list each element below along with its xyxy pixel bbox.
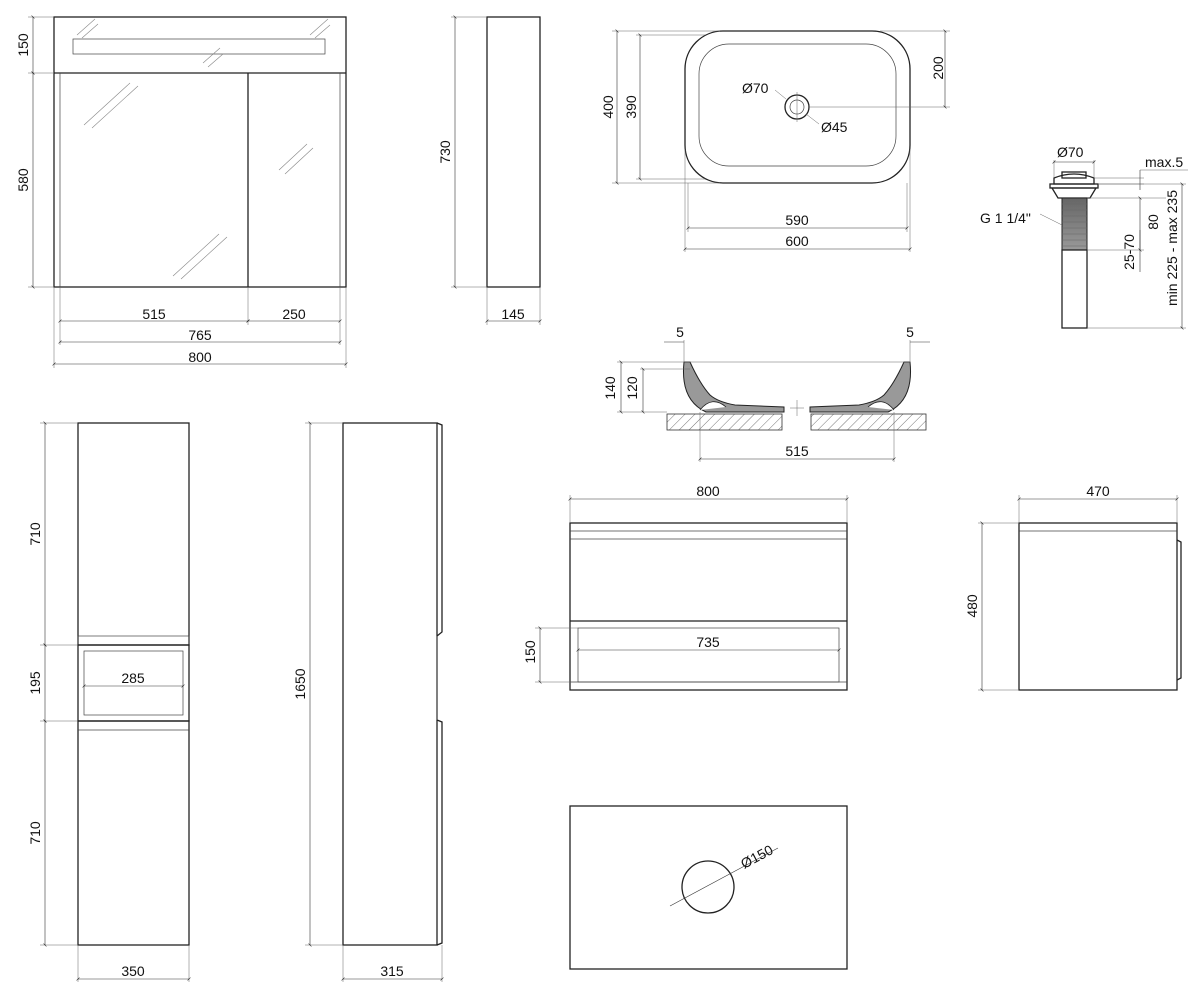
- dim-vanity-depth: 470: [1086, 483, 1110, 499]
- dim-inner-width: 765: [188, 327, 212, 343]
- dim-column-niche: 195: [27, 671, 43, 695]
- vanity-front: 800 150 735: [522, 483, 849, 691]
- counter-right: [810, 413, 927, 431]
- dim-mirror-depth: 145: [501, 306, 525, 322]
- dim-drain-thread-len: 80: [1145, 214, 1161, 230]
- tall-column-front: 710 195 710 285 350: [27, 421, 191, 982]
- dim-right-door: 250: [282, 306, 306, 322]
- mirror-cabinet-side: 730 145: [437, 15, 542, 325]
- dim-column-niche-width: 285: [121, 670, 145, 686]
- vanity-side-outline: [1018, 522, 1178, 691]
- dim-profile-inner-height: 120: [624, 376, 640, 400]
- drain-head: [1053, 173, 1095, 185]
- vanity-side: 470 480: [964, 483, 1182, 692]
- basin-inner-bowl: [698, 43, 897, 167]
- basin-top-view: Ø70 Ø45 400 390 200 590 600: [600, 29, 950, 252]
- dim-drain-head: Ø70: [1057, 144, 1084, 160]
- basin-profile: 5 5 140 120 515: [602, 324, 930, 462]
- dim-vanity-shelf-width: 735: [696, 634, 720, 650]
- mirror-cabinet-front: 150 580 515 250 765 800: [15, 15, 348, 368]
- dim-basin-hole: Ø70: [742, 80, 769, 96]
- dim-drain-thread: G 1 1/4": [980, 210, 1031, 226]
- dim-basin-drain: Ø45: [821, 119, 848, 135]
- column-upper-door: [77, 422, 190, 646]
- vanity-top-view: Ø150: [569, 805, 848, 970]
- dim-vanity-width: 800: [696, 483, 720, 499]
- dim-mirror-height: 580: [15, 168, 31, 192]
- dim-basin-inner-width: 590: [785, 212, 809, 228]
- mirror-side-outline: [486, 16, 541, 288]
- dim-column-width: 350: [121, 963, 145, 979]
- dim-column-depth: 315: [380, 963, 404, 979]
- dim-basin-total-depth: 400: [600, 95, 616, 119]
- drain-thread: [1061, 197, 1088, 251]
- column-lower-door: [77, 720, 190, 946]
- counter-left: [666, 413, 783, 431]
- dim-basin-total-width: 600: [785, 233, 809, 249]
- dim-profile-base-width: 515: [785, 443, 809, 459]
- mirror-cabinet-outline: [53, 16, 347, 288]
- dim-total-width: 800: [188, 349, 212, 365]
- dim-profile-total-height: 140: [602, 376, 618, 400]
- basin-wall-right: [809, 361, 912, 413]
- drain-pipe: [1061, 249, 1088, 329]
- dim-drain-body-len: 25-70: [1121, 234, 1137, 270]
- dim-vanity-drawer-height: 150: [522, 640, 538, 664]
- dim-vanity-height: 480: [964, 594, 980, 618]
- dim-rim-left: 5: [676, 324, 684, 340]
- led-lamp: [72, 38, 326, 55]
- dim-column-lower: 710: [27, 821, 43, 845]
- vanity-outline: [569, 522, 848, 691]
- tall-column-side: 1650 315: [292, 421, 444, 982]
- vanity-drain-cutout: [681, 860, 735, 914]
- vanity-top-outline: [569, 805, 848, 970]
- dim-mirror-side-height: 730: [437, 140, 453, 164]
- dim-column-upper: 710: [27, 522, 43, 546]
- column-side-outline: [342, 422, 438, 946]
- dim-vanity-top-hole: Ø150: [738, 841, 776, 871]
- dim-drain-max-gap: max.5: [1145, 154, 1183, 170]
- dim-drain-total-len: min 225 - max 235: [1164, 190, 1180, 306]
- dim-rim-right: 5: [906, 324, 914, 340]
- drain-fitting: Ø70 max.5 G 1 1/4" 80 25-70 min 225 - ma…: [980, 144, 1188, 330]
- dim-left-door: 515: [142, 306, 166, 322]
- dim-basin-drain-offset: 200: [930, 56, 946, 80]
- dim-column-height: 1650: [292, 668, 308, 699]
- dim-mirror-top-height: 150: [15, 33, 31, 57]
- dim-basin-inner-depth: 390: [623, 95, 639, 119]
- basin-wall-left: [682, 361, 785, 413]
